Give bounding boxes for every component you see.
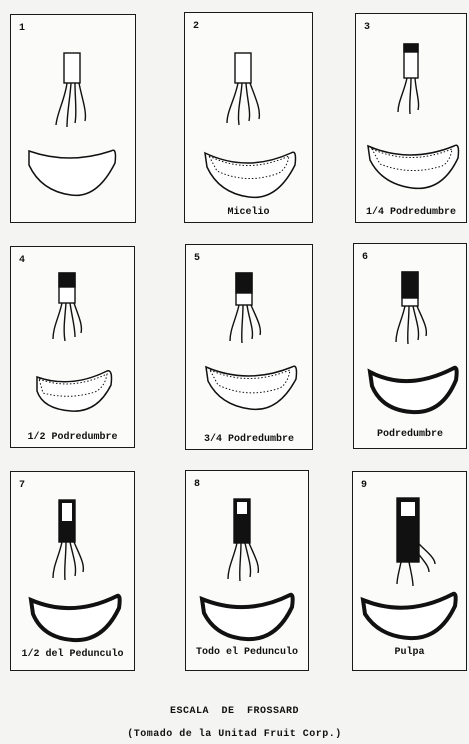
- panel-2-caption: Micelio: [185, 207, 312, 218]
- panel-7-illustration: [11, 472, 136, 672]
- panel-3: 3 1/4 Podredumbre: [355, 13, 467, 223]
- stalk-crown-illustration: [53, 273, 81, 341]
- fruit-slice-illustration: [368, 145, 459, 188]
- panel-6-illustration: [354, 244, 468, 450]
- panel-5: 5 3/4 Podredumbre: [185, 244, 313, 450]
- fruit-slice-illustration: [206, 366, 297, 409]
- stalk-crown-illustration: [227, 53, 259, 125]
- panel-4: 4 1/2 Podredumbre: [10, 246, 135, 448]
- fruit-slice-illustration: [370, 368, 457, 412]
- panel-9: 9 Pulpa: [352, 471, 467, 671]
- panel-1: 1: [10, 14, 136, 223]
- stalk-crown-illustration: [56, 53, 85, 127]
- fruit-slice-illustration: [363, 594, 456, 638]
- fruit-slice-illustration: [37, 371, 112, 411]
- panel-1-illustration: [11, 15, 137, 224]
- panel-8-caption: Todo el Pedunculo: [186, 647, 308, 658]
- panel-2: 2 Micelio: [184, 12, 313, 223]
- panel-7: 7 1/2 del Pedunculo: [10, 471, 135, 671]
- stalk-crown-illustration: [398, 44, 419, 114]
- panel-9-caption: Pulpa: [353, 647, 466, 658]
- panel-4-caption: 1/2 Podredumbre: [11, 432, 134, 443]
- figure-source: (Tomado de la Unitad Fruit Corp.): [0, 729, 469, 740]
- panel-3-caption: 1/4 Podredumbre: [356, 207, 466, 218]
- panel-3-illustration: [356, 14, 468, 224]
- stalk-crown-illustration: [396, 272, 426, 344]
- panel-6: 6 Podredumbre: [353, 243, 467, 449]
- fruit-slice-illustration: [205, 152, 296, 197]
- panel-6-caption: Podredumbre: [354, 429, 466, 440]
- figure-title: ESCALA DE FROSSARD: [0, 706, 469, 717]
- panel-5-caption: 3/4 Podredumbre: [186, 434, 312, 445]
- fruit-slice-illustration: [29, 150, 116, 195]
- panel-4-illustration: [11, 247, 136, 449]
- stalk-crown-illustration: [230, 273, 260, 343]
- panel-2-illustration: [185, 13, 314, 224]
- panel-7-caption: 1/2 del Pedunculo: [11, 649, 134, 660]
- stalk-crown-illustration: [397, 498, 435, 586]
- panel-5-illustration: [186, 245, 314, 451]
- fruit-slice-illustration: [31, 596, 120, 640]
- panel-8-illustration: [186, 471, 310, 672]
- panel-9-illustration: [353, 472, 468, 672]
- stalk-crown-illustration: [228, 499, 258, 581]
- panel-8: 8 Todo el Pedunculo: [185, 470, 309, 671]
- fruit-slice-illustration: [202, 595, 293, 639]
- stalk-crown-illustration: [53, 500, 83, 580]
